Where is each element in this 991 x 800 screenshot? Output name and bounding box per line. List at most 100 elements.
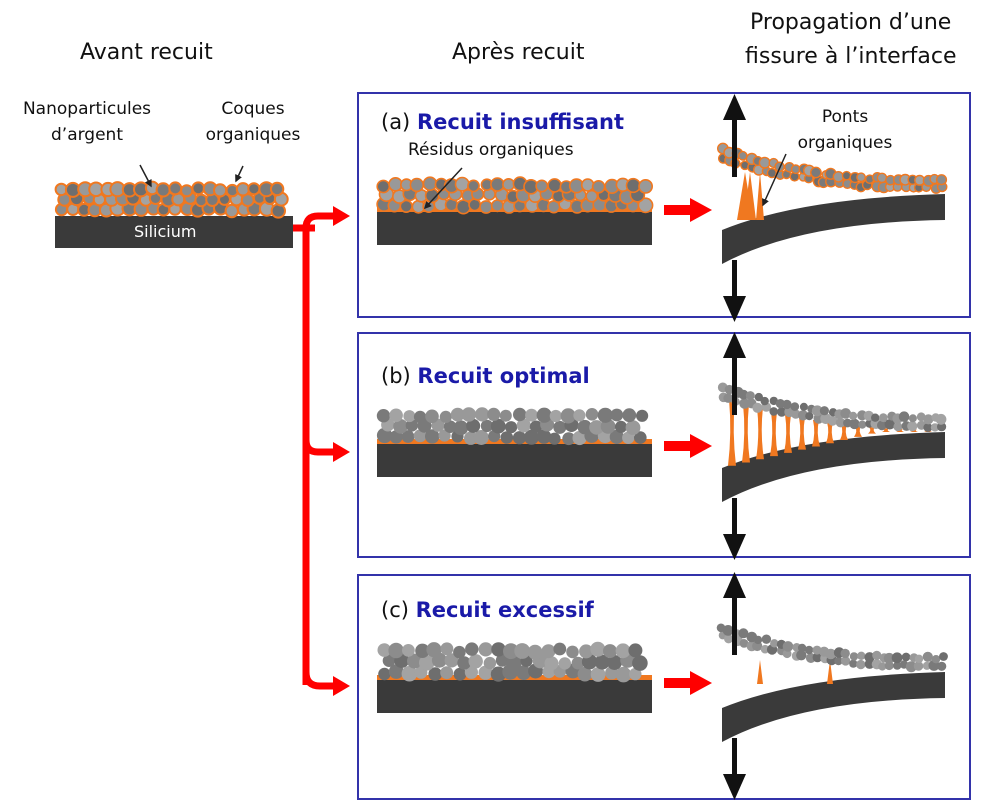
nanoparticle — [573, 409, 586, 422]
nanoparticle — [562, 432, 576, 446]
pull-arrow-down-head — [723, 774, 746, 800]
nanoparticle — [428, 667, 443, 681]
nanoparticle — [502, 178, 516, 192]
nanoparticle — [403, 410, 416, 423]
nanoparticle — [490, 666, 506, 682]
nanoparticle — [884, 419, 895, 430]
organic-bridge — [742, 403, 750, 463]
nanoparticle — [389, 408, 403, 423]
nanoparticle — [777, 407, 787, 417]
nanoparticle — [512, 431, 527, 445]
arrow-to-panel-a — [333, 206, 350, 226]
nanoparticle — [415, 643, 430, 658]
nanoparticle — [524, 429, 539, 445]
nanoparticle — [548, 432, 561, 445]
nanoparticle — [766, 167, 778, 179]
nanoparticle — [155, 182, 171, 198]
nanoparticle — [770, 639, 779, 648]
nanoparticle — [527, 644, 543, 660]
bent-substrate — [722, 194, 945, 264]
nanoparticle — [840, 408, 851, 419]
nanoparticle — [402, 644, 415, 657]
nanoparticle-film-before — [54, 180, 289, 219]
nanoparticle — [827, 415, 838, 426]
pull-arrow-down-head — [723, 534, 746, 560]
nanoparticle — [516, 665, 531, 680]
nanoparticle — [797, 643, 807, 653]
nanoparticle — [841, 170, 852, 181]
nanoparticle — [401, 430, 415, 443]
nanoparticle — [782, 399, 792, 410]
pull-arrow-down-head — [723, 296, 746, 322]
label-bridges-line1: Ponts — [821, 107, 869, 127]
nanoparticle — [461, 407, 477, 422]
nanoparticle — [607, 655, 622, 670]
nanoparticle — [393, 419, 408, 434]
nanoparticle — [745, 391, 755, 401]
label-shells-line2: organiques — [205, 125, 301, 145]
nanoparticle — [609, 429, 624, 444]
label-nanoparticles: Nanoparticules d’argent — [12, 96, 162, 148]
nanoparticle-film-c — [377, 641, 652, 683]
nanoparticle — [905, 661, 917, 673]
panel-a-letter: (a) — [381, 110, 411, 134]
panel-b-letter: (b) — [381, 364, 411, 388]
nanoparticle — [536, 407, 552, 423]
nanoparticle — [597, 407, 613, 423]
nanoparticle — [191, 181, 206, 196]
nanoparticle — [930, 423, 940, 432]
organic-bridge — [756, 407, 764, 460]
pull-arrow-up-head — [723, 572, 746, 598]
nanoparticle — [566, 645, 579, 659]
nanoparticle — [425, 409, 439, 424]
nanoparticle — [898, 411, 910, 423]
nanoparticle — [872, 650, 882, 661]
nanoparticle — [760, 396, 769, 406]
nanoparticle — [541, 644, 556, 659]
nanoparticle — [453, 420, 469, 436]
panel-c-letter: (c) — [381, 598, 409, 622]
pointer-shells — [235, 165, 244, 183]
nanoparticle — [440, 666, 454, 680]
crack-scene-a — [717, 94, 948, 322]
nanoparticle — [590, 667, 606, 682]
nanoparticle — [834, 656, 843, 666]
organic-bridge — [757, 660, 763, 684]
organic-bridge — [784, 414, 792, 453]
label-bridges: Ponts organiques — [790, 104, 900, 156]
organic-bridge — [798, 417, 806, 450]
nanoparticle — [468, 654, 483, 669]
nanoparticle — [529, 420, 543, 434]
nanoparticle — [453, 667, 467, 681]
nanoparticle — [877, 420, 887, 431]
organic-bridge — [854, 425, 862, 437]
nanoparticle — [603, 644, 617, 659]
nanoparticle — [409, 177, 424, 193]
panel-c-name: Recuit excessif — [415, 598, 594, 622]
nanoparticle — [516, 418, 531, 433]
nanoparticle — [636, 409, 649, 422]
nanoparticle — [914, 654, 924, 663]
pull-arrow-up-shaft — [732, 595, 737, 655]
nanoparticle — [571, 656, 585, 670]
nanoparticle-film-a — [376, 176, 654, 215]
organic-bridge — [826, 422, 834, 444]
nanoparticle — [724, 634, 734, 644]
nanoparticle — [739, 639, 749, 648]
nanoparticle — [558, 657, 571, 670]
nanoparticle — [590, 641, 606, 657]
substrate-b — [377, 444, 652, 477]
nanoparticle — [810, 166, 822, 179]
nanoparticle — [426, 642, 442, 658]
nanoparticle — [549, 409, 562, 423]
bent-substrate — [722, 672, 945, 742]
nanoparticle — [580, 178, 595, 192]
label-nanoparticles-line1: Nanoparticules — [22, 99, 152, 119]
organic-bridge — [770, 411, 778, 457]
nanoparticle — [572, 430, 587, 446]
organic-bridge — [756, 172, 764, 220]
nanoparticle — [615, 643, 631, 659]
nanoparticle — [935, 174, 948, 186]
